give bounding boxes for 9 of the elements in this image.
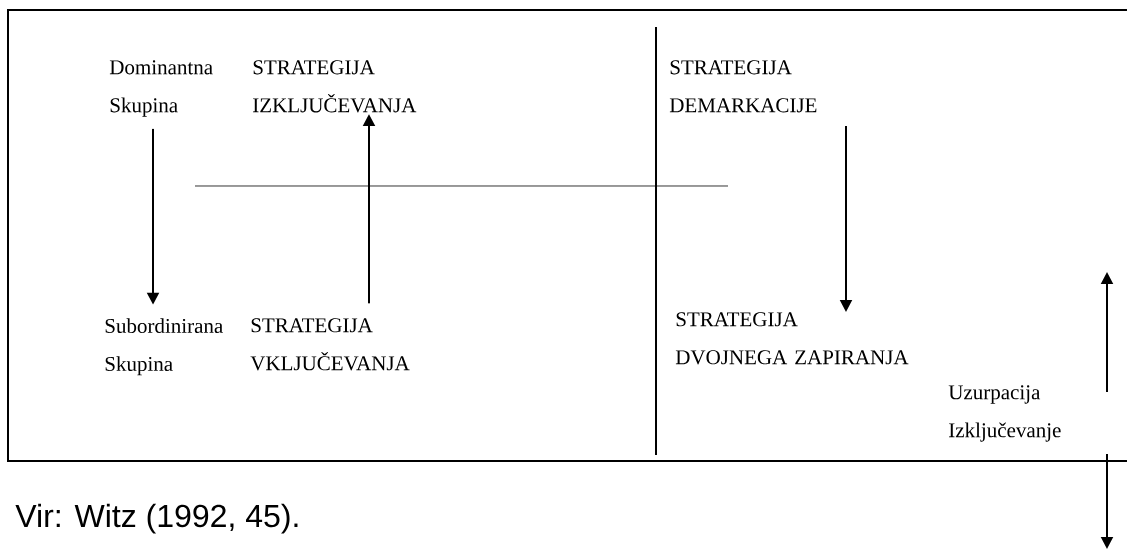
strategy-label: STRATEGIJA DVOJNEGA ZAPIRANJA [675, 312, 909, 365]
group-label: Dominantna Skupina [109, 60, 213, 117]
group-label: Subordinirana Skupina [105, 318, 223, 376]
caption: Vir: Witz (1992, 45). [15, 503, 298, 534]
strategy-label: STRATEGIJA VKLJUČEVANJA [250, 318, 410, 371]
process-label: Uzurpacija Izključevanje [948, 385, 1061, 442]
strategy-label: STRATEGIJA DEMARKACIJE [669, 60, 817, 113]
frame-box [7, 9, 1127, 462]
strategy-label: STRATEGIJA IZKLJUČEVANJA [253, 60, 417, 113]
